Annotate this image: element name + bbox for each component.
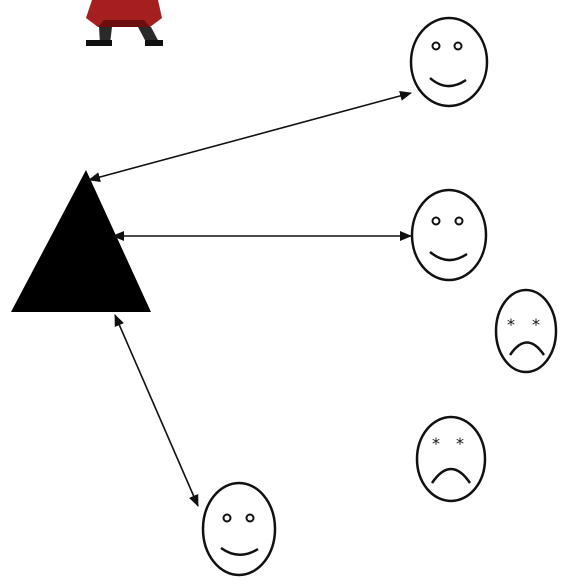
sad-face-icon: * * <box>496 290 556 372</box>
hub-triangle <box>11 170 151 312</box>
connection-hub-face-top <box>89 93 411 180</box>
happy-face-icon <box>203 483 275 575</box>
happy-face-icon <box>412 190 486 280</box>
sad-face-icon: * * <box>417 417 485 501</box>
svg-text:*: * <box>456 434 464 453</box>
figure-clipart-icon <box>86 0 163 46</box>
happy-face-icon <box>411 18 487 106</box>
svg-text:*: * <box>432 434 440 453</box>
svg-text:*: * <box>507 315 515 334</box>
connection-hub-face-bottom <box>115 315 198 506</box>
svg-text:*: * <box>532 315 540 334</box>
